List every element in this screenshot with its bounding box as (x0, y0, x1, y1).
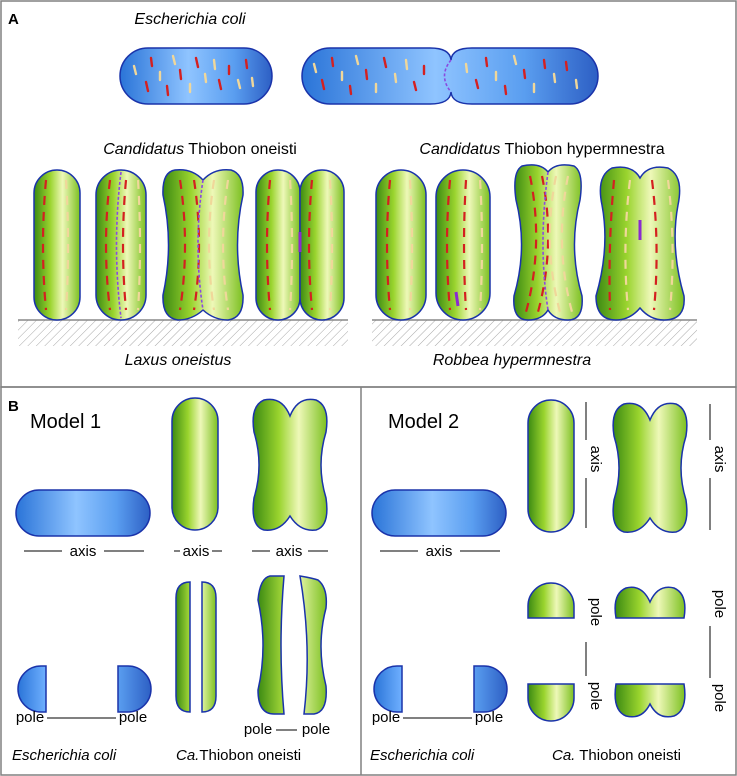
m1-dividing-pole-label-right: pole (302, 721, 330, 738)
m1-dividing-half-left (257, 575, 285, 715)
panel-b-frame (0, 386, 737, 776)
panel-b-label: B (8, 398, 19, 415)
m1-thiobon-half-right (201, 581, 217, 713)
oneisti-cell-2 (95, 169, 147, 321)
host-name-right: Robbea hypermnestra (433, 352, 591, 369)
panel-a-label: A (8, 11, 19, 28)
m1-ecoli-caption: Escherichia coli (12, 747, 117, 764)
m2-dividing-pole-label-bottom: pole (711, 684, 728, 712)
m2-dividing-pole-label-top: pole (711, 590, 728, 618)
m2-dividing-pole-top (614, 586, 686, 619)
host-surface-right (372, 319, 697, 346)
hypermnestra-cell-2 (435, 169, 491, 321)
host-name-left: Laxus oneistus (125, 352, 232, 369)
m1-dividing-cell (252, 398, 328, 531)
hypermnestra-cell-3 (513, 164, 583, 321)
m2-dividing-pole-bottom (614, 683, 686, 718)
m2-dividing-axis-label: axis (711, 446, 728, 473)
hypermnestra-title: Candidatus Thiobon hypermnestra (419, 141, 664, 158)
m1-ecoli-pole-label-left: pole (16, 709, 44, 726)
m1-ecoli-pole-right (117, 665, 152, 713)
m1-dividing-axis-label: axis (276, 543, 303, 560)
ecoli-title: Escherichia coli (134, 11, 246, 28)
m2-thiobon-caption: Ca. Thiobon oneisti (552, 747, 681, 764)
m1-dividing-half-right (299, 575, 328, 715)
oneisti-title: Candidatus Thiobon oneisti (103, 141, 297, 158)
m1-ecoli-axis-label: axis (70, 543, 97, 560)
m1-thiobon-axis-label: axis (183, 543, 210, 560)
ecoli-cell-dividing (301, 47, 599, 105)
oneisti-cell-4 (255, 169, 345, 321)
m2-thiobon-pole-label-bottom: pole (587, 682, 604, 710)
m2-ecoli-pole-label-left: pole (372, 709, 400, 726)
m1-ecoli-pole-label-right: pole (119, 709, 147, 726)
m1-ecoli-cell (15, 489, 151, 537)
model-1-title: Model 1 (30, 411, 101, 433)
m1-ecoli-pole-left (17, 665, 47, 713)
m2-ecoli-cell (371, 489, 507, 537)
m2-thiobon-pole-label-top: pole (587, 598, 604, 626)
m2-ecoli-caption: Escherichia coli (370, 747, 475, 764)
ecoli-cell-single (119, 47, 273, 105)
m2-thiobon-axis-label: axis (587, 446, 604, 473)
m1-thiobon-caption: Ca.Thiobon oneisti (176, 747, 301, 764)
hypermnestra-cell-1 (375, 169, 427, 321)
m2-ecoli-pole-right (473, 665, 508, 713)
m2-thiobon-pole-bottom (527, 683, 575, 722)
oneisti-cell-1 (33, 169, 81, 321)
m1-dividing-pole-label-left: pole (244, 721, 272, 738)
host-surface-left (18, 319, 348, 346)
hypermnestra-cell-4 (595, 166, 685, 321)
model-2-title: Model 2 (388, 411, 459, 433)
m2-thiobon-cell (527, 399, 575, 533)
m2-thiobon-pole-top (527, 582, 575, 619)
m2-ecoli-pole-label-right: pole (475, 709, 503, 726)
m1-thiobon-half-left (175, 581, 191, 713)
m2-dividing-cell (612, 402, 688, 533)
m2-ecoli-pole-left (373, 665, 403, 713)
m2-ecoli-axis-label: axis (426, 543, 453, 560)
m1-thiobon-cell (171, 397, 219, 531)
oneisti-cell-3 (162, 168, 244, 321)
